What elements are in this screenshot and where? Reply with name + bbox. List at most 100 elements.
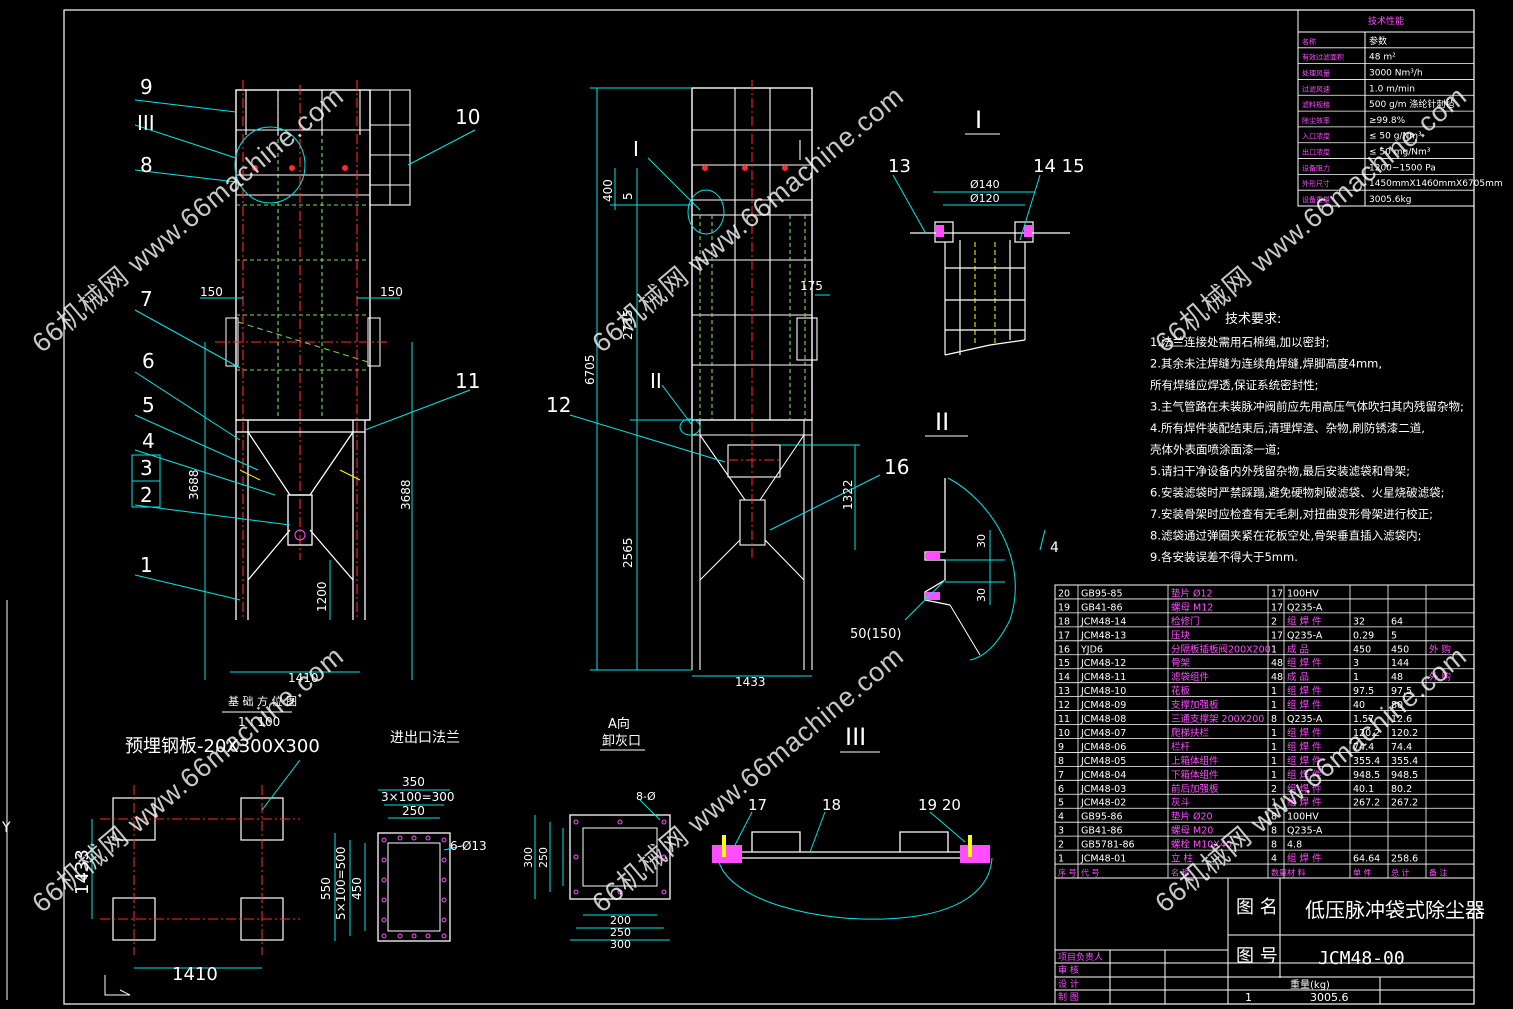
- bom-header-cell: 代 号: [1081, 868, 1100, 878]
- svg-text:250: 250: [610, 926, 631, 939]
- bom-cell: JCM48-09: [1080, 700, 1126, 711]
- svg-text:450: 450: [350, 877, 364, 900]
- bom-cell: 15: [1058, 658, 1070, 669]
- bom-cell: 螺母 M12: [1171, 602, 1213, 613]
- bom-cell: 1: [1353, 672, 1359, 683]
- svg-text:175: 175: [800, 279, 823, 293]
- bom-cell: 64.64: [1353, 854, 1380, 865]
- bom-cell: 97.5: [1391, 686, 1412, 697]
- bom-cell: 1: [1271, 798, 1277, 809]
- bom-cell: 4: [1271, 854, 1277, 865]
- requirement-item: 9.各安装误差不得大于5mm.: [1150, 550, 1298, 564]
- bom-cell: 32: [1353, 616, 1365, 627]
- bom-header-cell: 备 注: [1429, 868, 1448, 878]
- tech-param-name: 处理风量: [1302, 68, 1330, 77]
- bom-cell: 20: [1058, 588, 1070, 599]
- detail-III: III 17 18 19 20: [712, 723, 993, 920]
- requirement-item: 8.滤袋通过弹圈夹紧在花板空处,骨架垂直插入滤袋内;: [1150, 529, 1422, 543]
- bom-cell: 分隔板插板阀200X200: [1171, 643, 1271, 655]
- bom-cell: 组 焊 件: [1287, 797, 1322, 809]
- bom-cell: 螺栓 M10X40: [1171, 839, 1232, 851]
- bom-cell: Q235-A: [1287, 714, 1323, 725]
- bom-cell: 12.6: [1391, 714, 1412, 725]
- bom-cell: 74.4: [1353, 742, 1374, 753]
- bom-cell: 100HV: [1287, 812, 1319, 823]
- svg-text:2735: 2735: [621, 309, 635, 340]
- foundation-plan: 基 础 方 位 图 1 : 100 预埋钢板-20X300X300 1433 1…: [72, 694, 320, 985]
- svg-text:300: 300: [522, 847, 535, 868]
- svg-text:设 计: 设 计: [1058, 978, 1079, 990]
- detail-II: II 30 30 4 50(150): [850, 408, 1059, 661]
- bom-cell: 8: [1271, 812, 1277, 823]
- bom-header-cell: 总 计: [1391, 868, 1410, 878]
- svg-text:30: 30: [975, 588, 988, 602]
- svg-text:JCM48-00: JCM48-00: [1318, 948, 1405, 969]
- svg-text:3688: 3688: [399, 479, 413, 510]
- bom-cell: 组 焊 件: [1287, 769, 1322, 781]
- bom-cell: 3: [1058, 826, 1064, 837]
- svg-text:14 15: 14 15: [1033, 156, 1085, 177]
- bom-cell: 450: [1391, 644, 1409, 655]
- bom-cell: JCM48-10: [1080, 686, 1126, 697]
- bom-cell: 5: [1058, 798, 1064, 809]
- bom-cell: 爬梯扶栏: [1171, 727, 1210, 739]
- svg-text:图 号: 图 号: [1236, 946, 1278, 967]
- bom-cell: 2: [1271, 784, 1277, 795]
- svg-text:1410: 1410: [172, 964, 218, 985]
- bom-header-cell: 序 号: [1058, 868, 1077, 878]
- bom-cell: JCM48-07: [1080, 728, 1126, 739]
- bom-cell: 灰斗: [1171, 797, 1190, 809]
- svg-text:300: 300: [610, 938, 631, 951]
- bom-cell: 11: [1058, 714, 1070, 725]
- bom-cell: 355.4: [1353, 756, 1380, 767]
- bom-cell: 5: [1391, 630, 1397, 641]
- callout-9: 9: [140, 75, 153, 99]
- bom-cell: 40: [1353, 700, 1365, 711]
- tech-param-name: 设备重量: [1302, 195, 1330, 204]
- svg-text:5: 5: [621, 192, 635, 200]
- bom-cell: JCM48-04: [1080, 770, 1126, 781]
- tech-param-name: 设备阻力: [1302, 163, 1330, 172]
- svg-text:50(150): 50(150): [850, 627, 902, 642]
- bom-cell: 0.29: [1353, 630, 1374, 641]
- bom-cell: JCM48-08: [1080, 714, 1126, 725]
- bom-cell: 螺母 M20: [1171, 826, 1213, 837]
- bom-cell: 18: [1058, 616, 1070, 627]
- svg-text:II: II: [935, 408, 949, 436]
- tech-param-value: 3000 Nm³/h: [1369, 68, 1423, 78]
- tech-param-name: 名称: [1302, 37, 1316, 46]
- bom-cell: 97.5: [1353, 686, 1374, 697]
- callout-2: 2: [140, 483, 153, 507]
- svg-text:30: 30: [975, 534, 988, 548]
- bom-cell: Q235-A: [1287, 602, 1323, 613]
- bom-cell: 74.4: [1391, 742, 1412, 753]
- bom-cell: 1: [1271, 742, 1277, 753]
- svg-text:预埋钢板-20X300X300: 预埋钢板-20X300X300: [125, 736, 320, 757]
- bom-cell: 下箱体组件: [1171, 769, 1219, 781]
- bom-cell: 8: [1271, 714, 1277, 725]
- bom-cell: 13: [1058, 686, 1070, 697]
- bom-cell: 48: [1271, 672, 1283, 683]
- requirement-item: 2.其余未注焊缝为连续角焊缝,焊脚高度4mm,: [1150, 357, 1382, 371]
- tech-param-value: 1200~1500 Pa: [1369, 163, 1436, 173]
- requirement-item: 4.所有焊件装配结束后,清理焊渣、杂物,刷防锈漆二道,: [1150, 421, 1425, 435]
- bom-cell: 8: [1271, 840, 1277, 851]
- bom-cell: 120.2: [1391, 728, 1418, 739]
- tech-param-value: 1450mmX1460mmX6705mm: [1369, 179, 1503, 189]
- drawing-border: [63, 9, 1475, 1005]
- tech-param-value: 3005.6kg: [1369, 195, 1411, 205]
- bom-cell: 355.4: [1391, 756, 1418, 767]
- bom-cell: 成 品: [1287, 671, 1309, 683]
- callout-4: 4: [142, 429, 155, 453]
- bom-cell: 滤袋组件: [1171, 671, 1210, 683]
- tech-param-name: 过滤风速: [1302, 84, 1330, 93]
- ucs-icon: [104, 975, 131, 996]
- callout-8: 8: [140, 153, 153, 177]
- svg-text:4: 4: [1050, 540, 1059, 556]
- bom-cell: 3: [1353, 658, 1359, 669]
- bom-cell: JCM48-01: [1080, 854, 1126, 865]
- svg-text:200: 200: [610, 914, 631, 927]
- tech-param-value: 参数: [1369, 35, 1387, 47]
- requirement-item: 6.安装滤袋时严禁踩蹋,避免硬物刺破滤袋、火星烧破滤袋;: [1150, 486, 1445, 500]
- bom-cell: 144: [1391, 658, 1409, 669]
